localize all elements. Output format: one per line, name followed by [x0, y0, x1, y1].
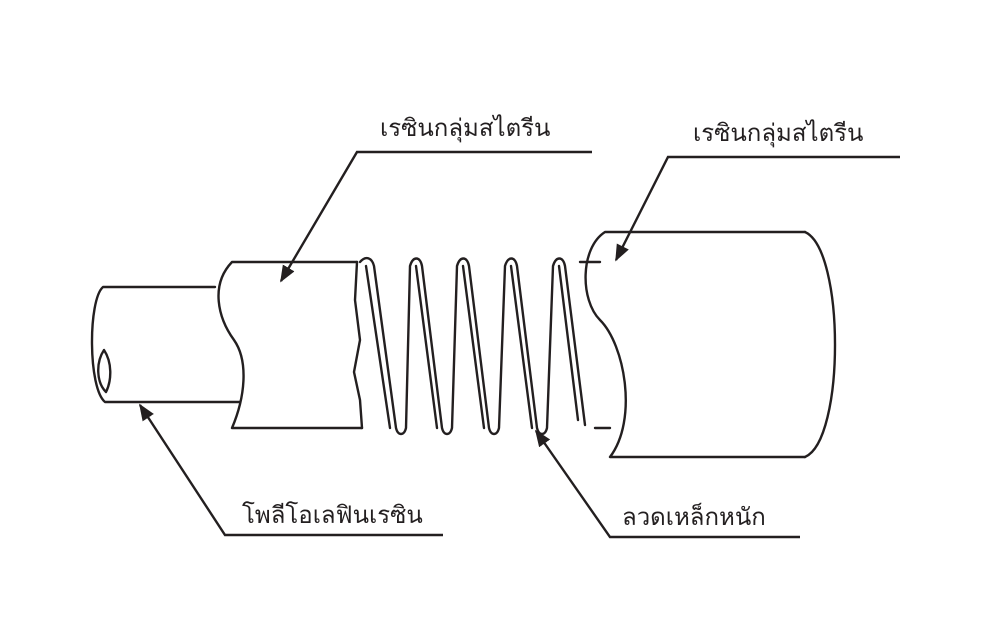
label-inner-resin: โพลีโอเลฟินเรซิน [242, 501, 423, 529]
leader-line-outer-left [279, 150, 592, 283]
leader-line-wire [535, 429, 800, 539]
label-outer-resin-right: เรซินกลุ่มสไตรีน [693, 119, 864, 147]
leader-line-inner [138, 403, 443, 537]
label-steel-wire: ลวดเหล็กหนัก [622, 503, 766, 531]
steel-wire-spring [358, 256, 587, 436]
middle-styrene-layer [217, 260, 612, 430]
leader-line-outer-right [614, 155, 900, 262]
label-outer-resin-left: เรซินกลุ่มสไตรีน [380, 114, 551, 142]
inner-polyolefin-layer [90, 285, 242, 404]
outer-styrene-layer [584, 230, 837, 459]
